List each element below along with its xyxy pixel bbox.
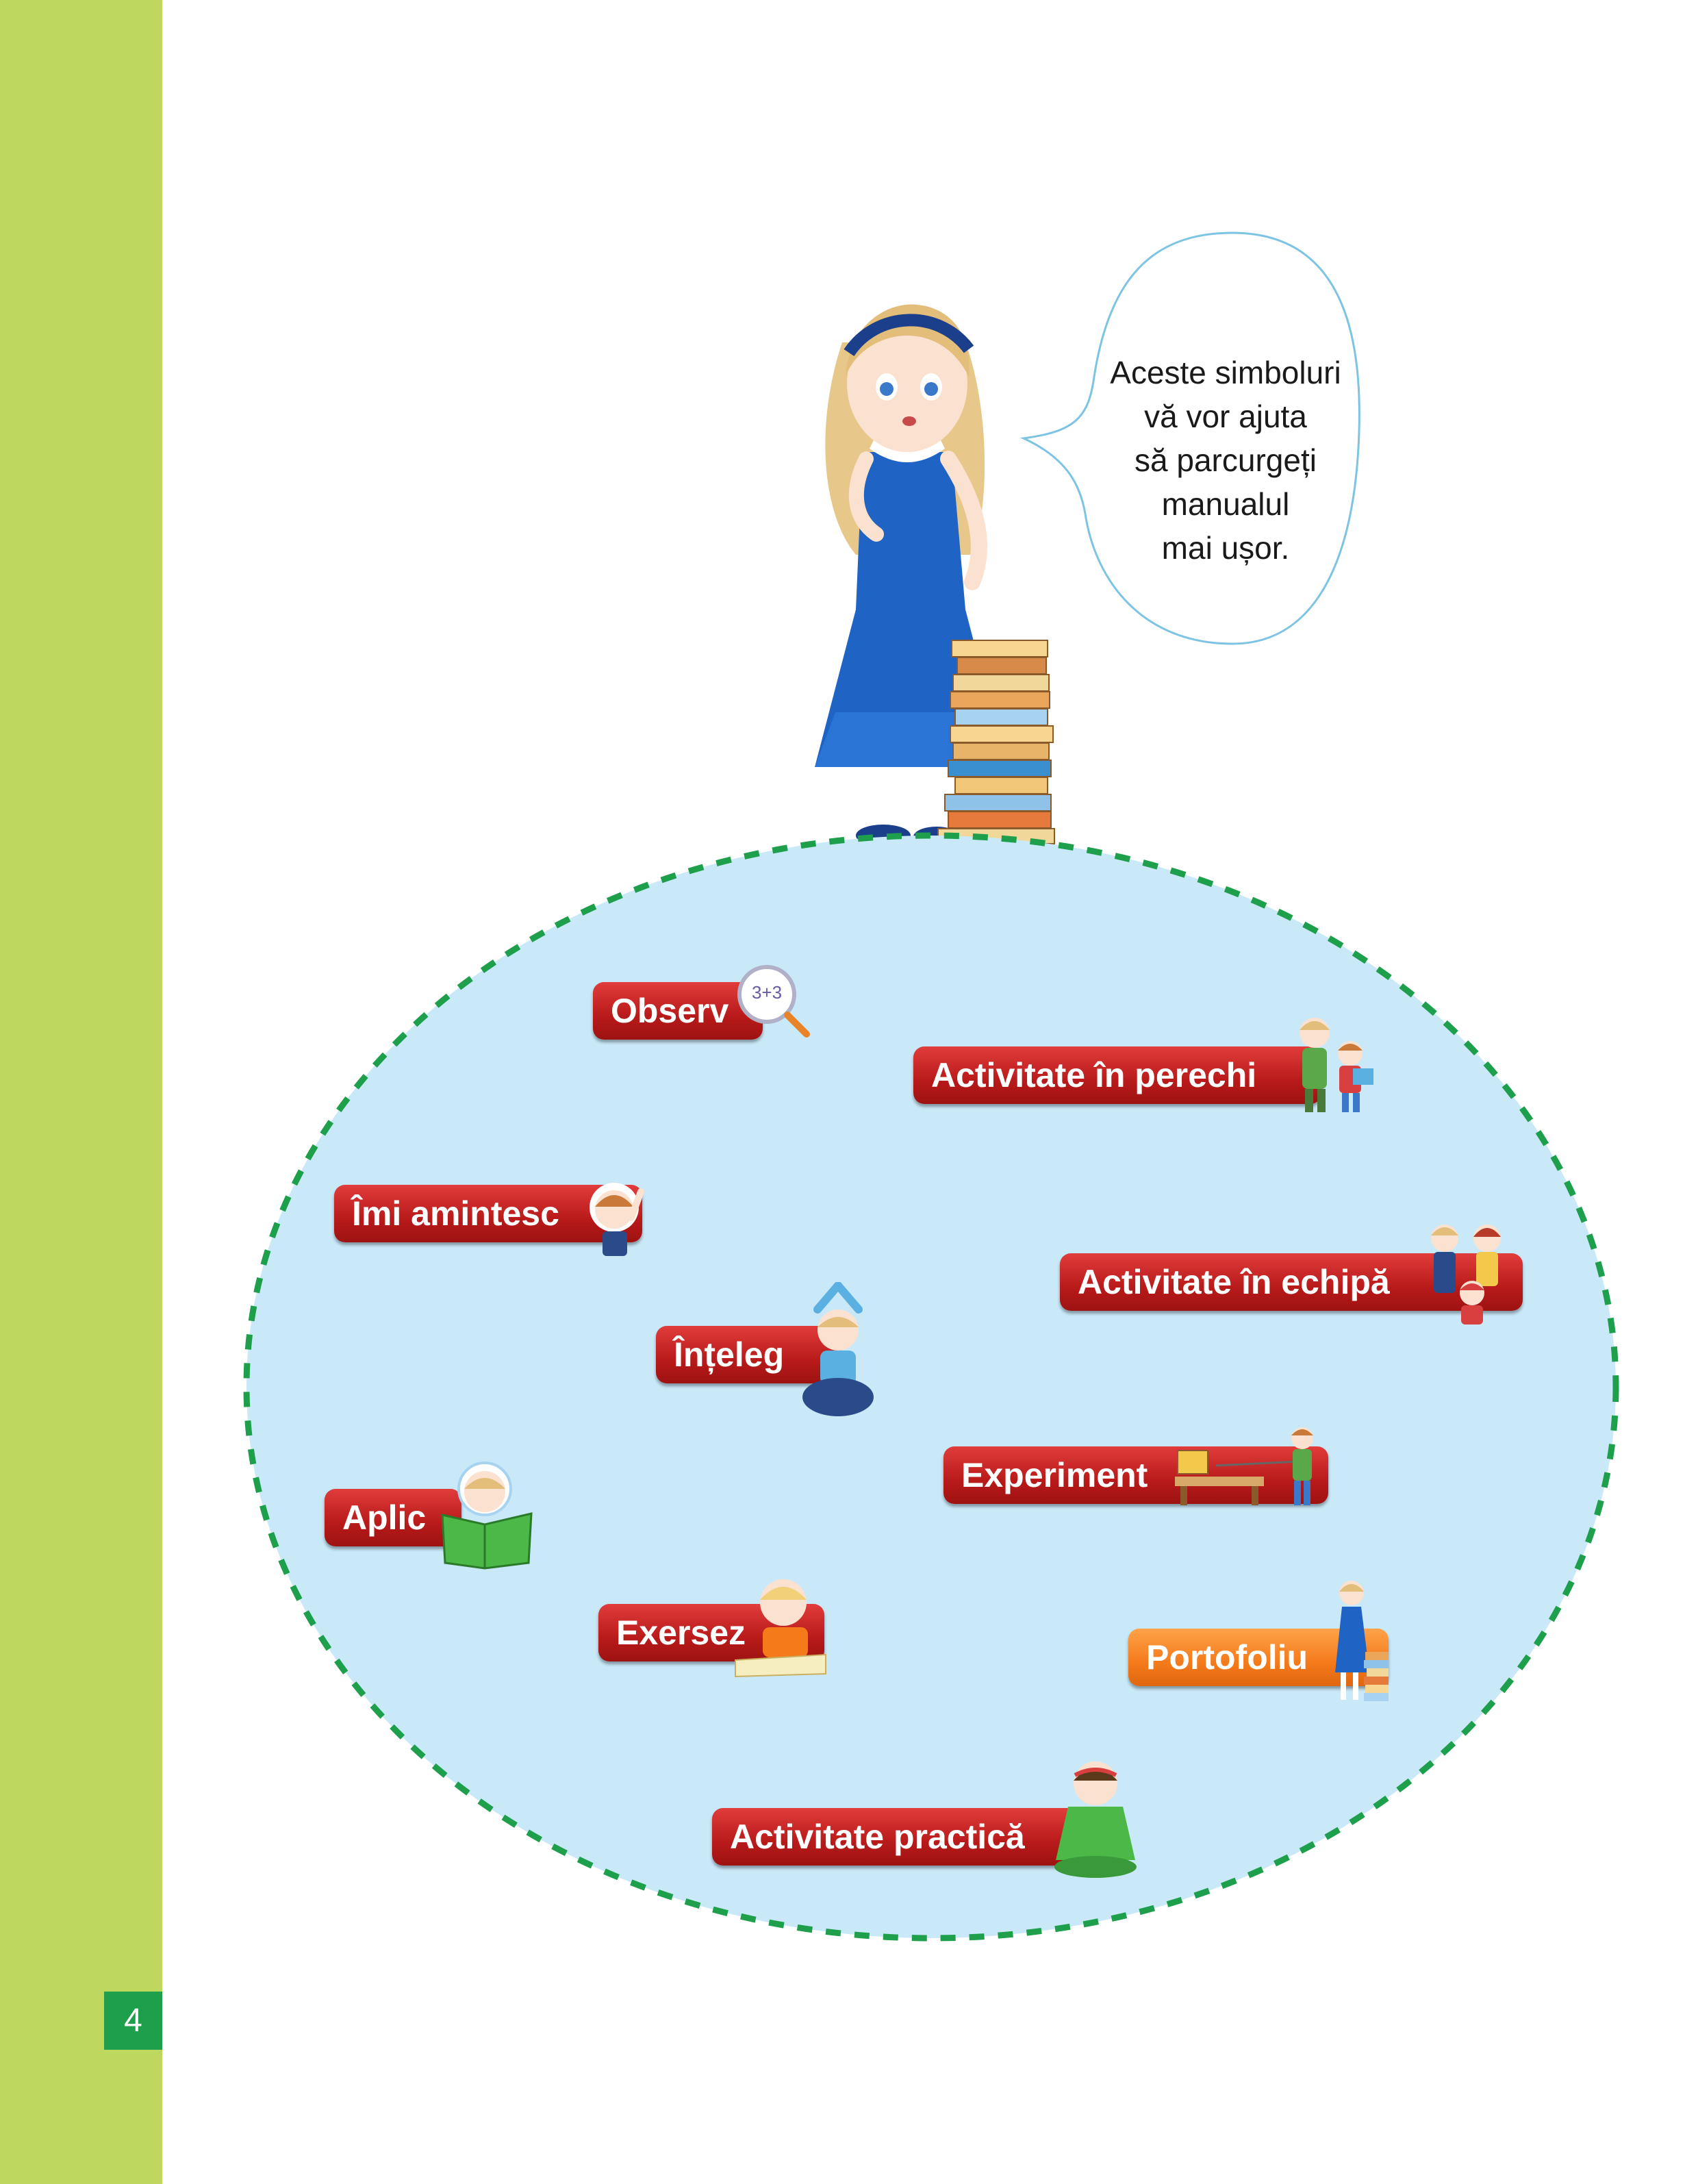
bubble-line: să parcurgeți xyxy=(1135,442,1317,478)
symbol-label-activitate-practica: Activitate practică xyxy=(712,1808,1086,1866)
side-band xyxy=(0,0,162,2184)
thinking-child-icon xyxy=(590,1183,644,1256)
crafting-child-icon xyxy=(1054,1761,1137,1878)
symbol-label-text: Activitate practică xyxy=(730,1818,1025,1856)
symbol-label-text: Îmi amintesc xyxy=(352,1194,559,1233)
symbol-label-text: Experiment xyxy=(961,1456,1148,1494)
symbol-label-text: Activitate în echipă xyxy=(1078,1263,1390,1301)
symbol-label-observ: Observ xyxy=(593,982,763,1040)
girl-with-books-icon xyxy=(1335,1581,1389,1701)
symbol-label-activitate-in-perechi: Activitate în perechi xyxy=(913,1046,1321,1104)
page-number: 4 xyxy=(104,1992,162,2050)
symbol-label-text: Observ xyxy=(611,992,729,1030)
speech-bubble xyxy=(1019,231,1360,645)
experiment-child-icon xyxy=(1175,1427,1313,1505)
symbol-label-text: Înțeleg xyxy=(674,1335,785,1374)
pair-children-icon xyxy=(1300,1018,1373,1112)
symbol-label-text: Aplic xyxy=(342,1498,427,1537)
symbol-label-text: Exersez xyxy=(616,1614,746,1652)
bubble-line: manualul xyxy=(1161,486,1290,522)
symbol-label-text: Activitate în perechi xyxy=(931,1056,1257,1094)
symbol-label-experiment: Experiment xyxy=(943,1446,1328,1504)
book-stack xyxy=(937,640,1055,844)
sitting-child-icon xyxy=(802,1282,874,1416)
writing-child-icon xyxy=(735,1579,826,1678)
bubble-line: vă vor ajuta xyxy=(1144,399,1307,434)
team-children-icon xyxy=(1431,1225,1501,1325)
girl-with-books-illustration xyxy=(815,304,1055,847)
reading-child-icon xyxy=(441,1461,533,1570)
symbols-oval xyxy=(243,832,1619,1942)
symbol-label-aplic: Aplic xyxy=(325,1489,461,1546)
speech-bubble-text: Aceste simboluri vă vor ajuta să parcurg… xyxy=(1089,351,1363,570)
symbol-label-inteleg: Înțeleg xyxy=(656,1326,841,1383)
bubble-line: Aceste simboluri xyxy=(1110,355,1341,390)
magnifier-text: 3+3 xyxy=(752,982,782,1003)
symbol-label-text: Portofoliu xyxy=(1146,1638,1308,1677)
magnifier-icon: 3+3 xyxy=(737,965,810,1038)
bubble-line: mai ușor. xyxy=(1161,530,1290,566)
